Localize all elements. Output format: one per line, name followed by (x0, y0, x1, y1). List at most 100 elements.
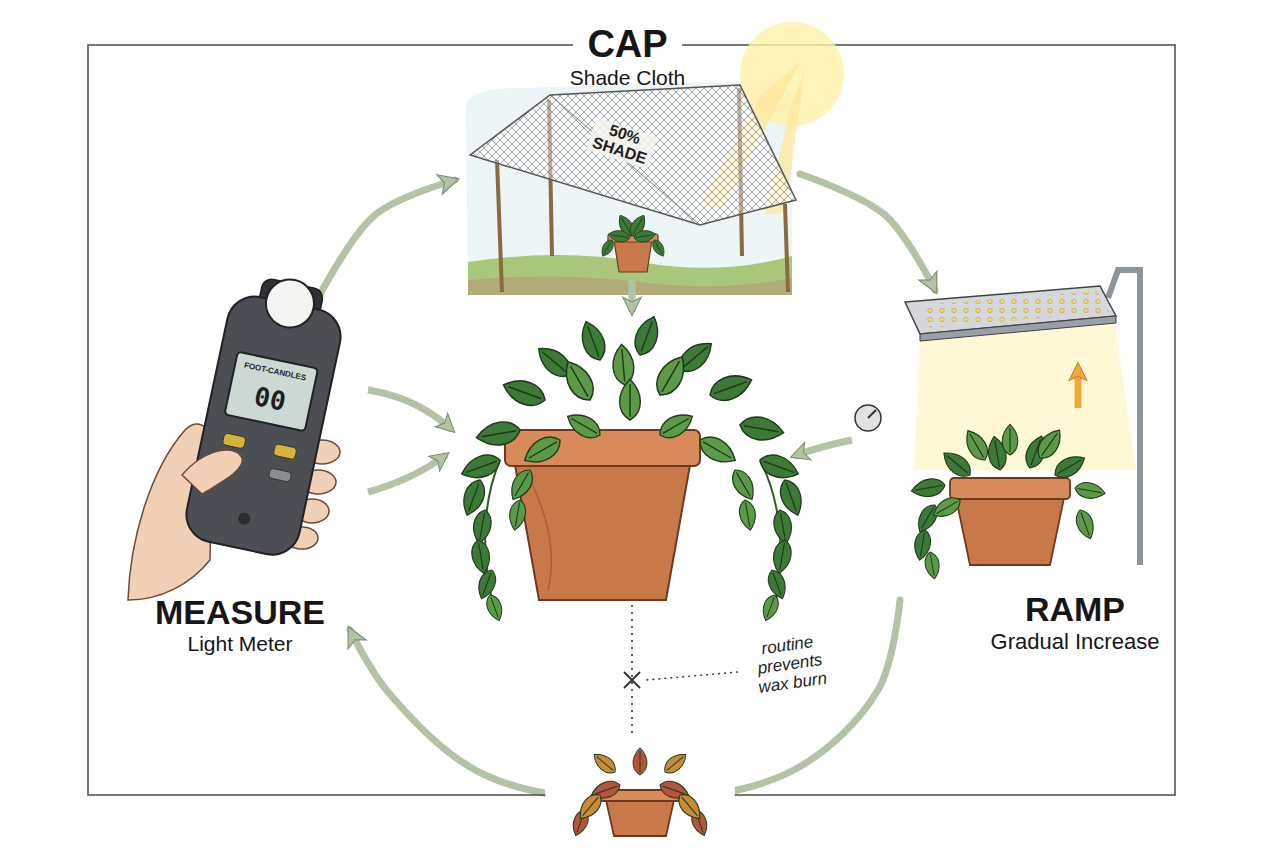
center-plant-illustration (759, 593, 781, 623)
shade-cloth-illustration (599, 212, 668, 258)
center-plant-illustration (771, 539, 794, 575)
wilted-plant-illustration (590, 749, 620, 777)
center-plant-illustration (611, 343, 635, 385)
note-text: routine prevents wax burn (740, 629, 839, 698)
center-plant-illustration (738, 414, 785, 444)
wilted-plant-illustration (674, 790, 706, 823)
flow-arrow (629, 280, 636, 312)
center-plant-illustration (563, 408, 605, 443)
center-plant-illustration (737, 499, 758, 532)
center-plant-illustration (772, 509, 795, 545)
center-plant-illustration (458, 450, 503, 483)
light-meter-illustration (273, 444, 297, 460)
light-meter-illustration (128, 268, 351, 600)
grow-lamp-illustration (1075, 368, 1082, 408)
cycle-arrow (317, 180, 455, 300)
center-plant-illustration (558, 356, 600, 405)
grow-lamp-illustration (956, 498, 1064, 565)
center-plant-illustration (650, 351, 692, 400)
grow-lamp-illustration (1074, 480, 1107, 501)
station-subtitle: Gradual Increase (991, 629, 1160, 654)
shade-cloth-illustration (599, 238, 617, 259)
center-plant-illustration (475, 419, 522, 449)
wilted-plant-illustration (633, 748, 647, 775)
center-plant-illustration (474, 567, 499, 601)
shade-cloth-illustration (470, 85, 796, 225)
grow-lamp-illustration (923, 424, 1106, 580)
light-meter-illustration (268, 468, 292, 482)
shade-cloth-illustration (650, 238, 668, 259)
center-plant-illustration (484, 343, 782, 622)
center-plant-illustration (576, 318, 609, 363)
station-box: RAMPGradual Increase (900, 290, 1190, 660)
dotted-link (631, 605, 633, 738)
center-plant-illustration (484, 593, 506, 623)
frame-border (88, 45, 1175, 795)
flow-arrow (368, 390, 452, 430)
grow-lamp-illustration (1002, 424, 1018, 455)
grow-lamp-illustration (961, 426, 993, 464)
wilted-plant-illustration (574, 790, 606, 823)
center-plant-illustration (728, 466, 760, 504)
grow-lamp-illustration (950, 478, 1070, 499)
wilted-plant-illustration (574, 749, 705, 823)
wilted-plant-illustration (545, 740, 735, 844)
connector-group (317, 174, 935, 800)
grow-lamp-illustration (920, 316, 1116, 341)
note-leader (646, 672, 738, 680)
station-title: RAMP (1025, 590, 1125, 629)
shade-cloth-illustration (785, 204, 788, 292)
light-meter-illustration (222, 433, 246, 449)
shade-cloth-illustration (497, 160, 502, 292)
wilted-plant-illustration (569, 748, 711, 838)
center-plant-illustration (519, 431, 565, 469)
center-plant-illustration (506, 466, 538, 504)
center-plant-illustration (470, 539, 493, 575)
wilted-plant-illustration (661, 749, 691, 777)
grow-lamp-illustration (855, 405, 881, 431)
light-meter-illustration (181, 268, 350, 560)
station-subtitle: Shade Cloth (570, 66, 686, 90)
station-title: MEASURE (155, 593, 325, 632)
grow-lamp-illustration (910, 433, 1089, 561)
grow-lamp-illustration (930, 493, 964, 522)
center-plant-illustration (530, 480, 551, 590)
center-plant-illustration (515, 465, 690, 600)
grow-lamp-illustration (1033, 425, 1067, 463)
grow-lamp-illustration (868, 410, 876, 418)
center-plant-illustration (706, 369, 755, 405)
cycle-arrow (800, 174, 935, 290)
grow-lamp-illustration (1051, 451, 1089, 483)
flow-arrow (368, 455, 446, 492)
station-title: CAP (573, 24, 681, 64)
shade-cloth-illustration (470, 85, 796, 225)
center-plant-illustration (655, 408, 697, 443)
wilted-plant-illustration (606, 800, 674, 836)
center-plant-illustration (458, 313, 807, 601)
center-plant-illustration (500, 374, 549, 410)
center-plant-illustration (471, 509, 494, 545)
wilted-plant-illustration (545, 740, 735, 844)
grow-lamp-illustration (910, 477, 946, 500)
grow-lamp-illustration (923, 551, 941, 580)
center-plant-illustration (630, 313, 663, 358)
station-subtitle: Light Meter (187, 632, 292, 656)
light-meter-illustration (224, 352, 318, 432)
station-box: MEASURELight Meter (130, 300, 350, 660)
light-meter-illustration (181, 291, 345, 559)
shade-cloth-illustration (466, 22, 844, 295)
center-plant-illustration (485, 460, 780, 600)
shade-cloth-illustration (614, 240, 652, 272)
light-meter-illustration (237, 512, 251, 526)
center-plant-illustration (765, 567, 790, 601)
grow-lamp-illustration (914, 318, 1136, 470)
light-meter-illustration (261, 275, 318, 332)
center-plant-illustration (507, 499, 528, 532)
center-plant-illustration (458, 313, 807, 623)
blocked-mark (624, 672, 640, 688)
center-plant-illustration (620, 379, 641, 420)
grow-lamp-illustration (1073, 507, 1098, 541)
flow-arrow (794, 440, 852, 456)
